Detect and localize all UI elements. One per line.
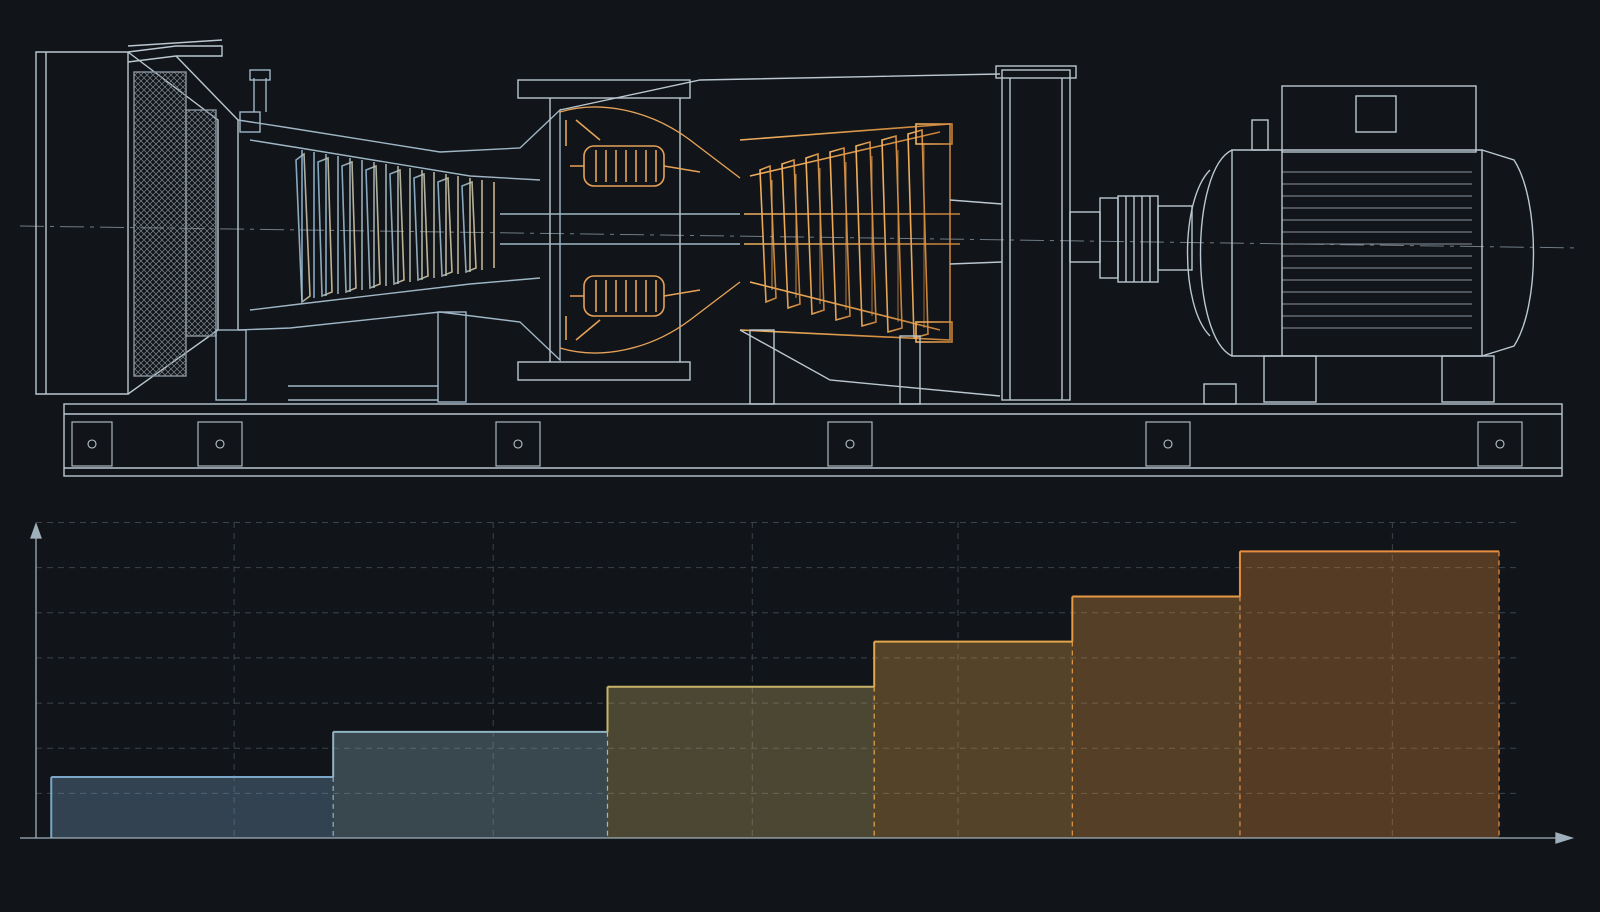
step-bar <box>607 686 875 838</box>
combustion-chamber <box>500 79 741 381</box>
step-bar <box>333 731 608 838</box>
step-bar <box>1239 551 1500 838</box>
step-chart <box>20 522 1575 844</box>
chart-steps <box>50 550 1500 838</box>
compressor <box>215 69 561 403</box>
generator <box>1186 85 1535 405</box>
step-bar <box>51 777 334 838</box>
step-bar <box>874 641 1073 838</box>
exhaust-collector <box>559 65 1077 405</box>
x-axis-arrow <box>1555 832 1575 844</box>
coupling <box>1069 195 1193 283</box>
y-axis-arrow <box>30 522 42 539</box>
air-intake-filter <box>35 39 239 395</box>
base-frame <box>63 403 1563 477</box>
step-bar <box>1072 596 1240 838</box>
chart-axes <box>20 522 1575 844</box>
chart-grid <box>36 522 1520 838</box>
turbine <box>739 123 960 343</box>
